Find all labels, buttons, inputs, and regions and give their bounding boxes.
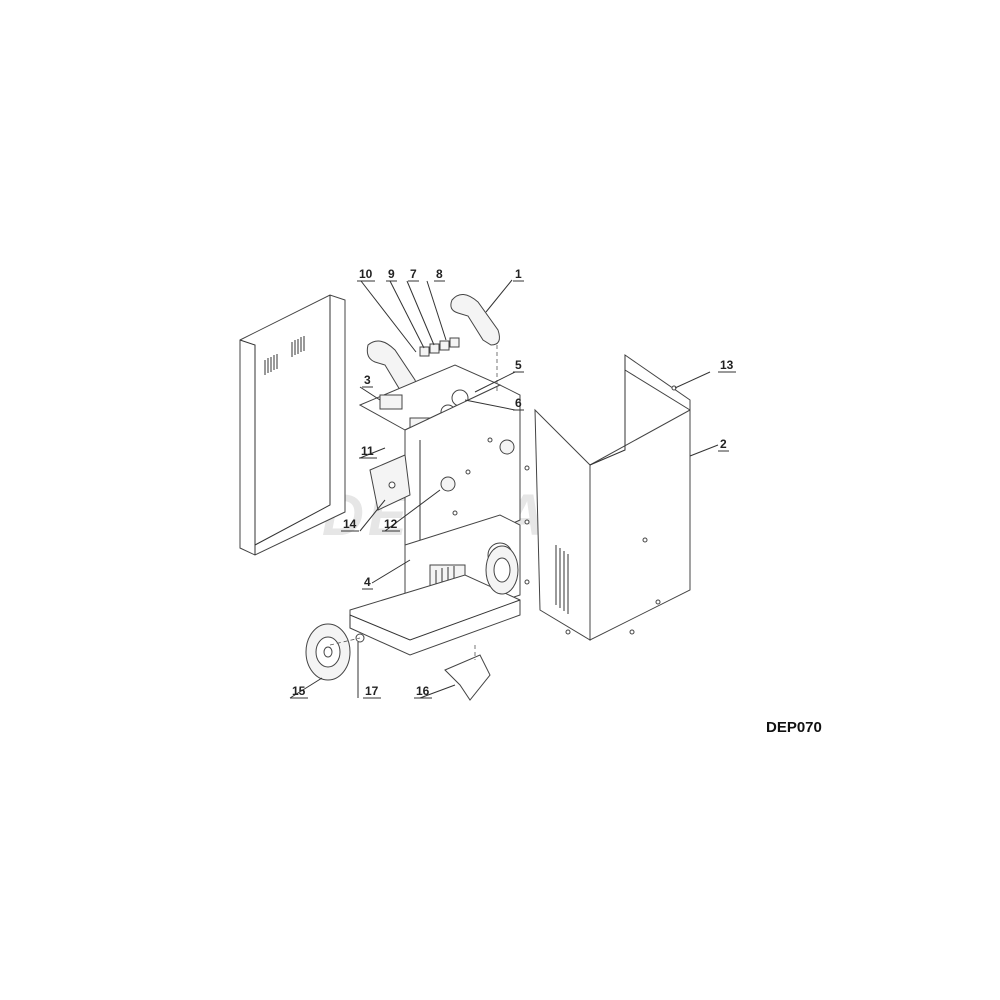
callout-9: 9 — [388, 267, 395, 281]
callout-2: 2 — [720, 437, 727, 451]
base-tray — [349, 574, 521, 656]
leader-lines — [289, 279, 719, 699]
wheel-right — [485, 545, 519, 595]
callout-3: 3 — [364, 373, 371, 387]
foot-stand — [444, 645, 491, 701]
casing-vents — [555, 545, 569, 614]
callout-4: 4 — [364, 575, 371, 589]
rectifier-assembly — [369, 454, 411, 511]
switch-block — [419, 337, 460, 357]
callout-15: 15 — [292, 684, 306, 698]
callout-14: 14 — [343, 517, 357, 531]
handle-right — [450, 294, 500, 346]
vent-slots — [264, 336, 305, 375]
callout-10: 10 — [359, 267, 373, 281]
callout-12: 12 — [384, 517, 398, 531]
callout-1: 1 — [515, 267, 522, 281]
callout-7: 7 — [410, 267, 417, 281]
callout-5: 5 — [515, 358, 522, 372]
callout-13: 13 — [720, 358, 734, 372]
callout-labels: 1 2 3 4 5 6 7 8 9 10 11 12 13 14 15 16 1… — [290, 267, 736, 699]
wheel-left — [305, 623, 351, 681]
callout-8: 8 — [436, 267, 443, 281]
callout-11: 11 — [361, 444, 374, 458]
model-code: DEP070 — [766, 719, 822, 736]
callout-17: 17 — [365, 684, 379, 698]
left-side-panel — [239, 294, 346, 556]
callout-16: 16 — [416, 684, 430, 698]
right-side-casing — [524, 354, 691, 641]
callout-6: 6 — [515, 396, 522, 410]
